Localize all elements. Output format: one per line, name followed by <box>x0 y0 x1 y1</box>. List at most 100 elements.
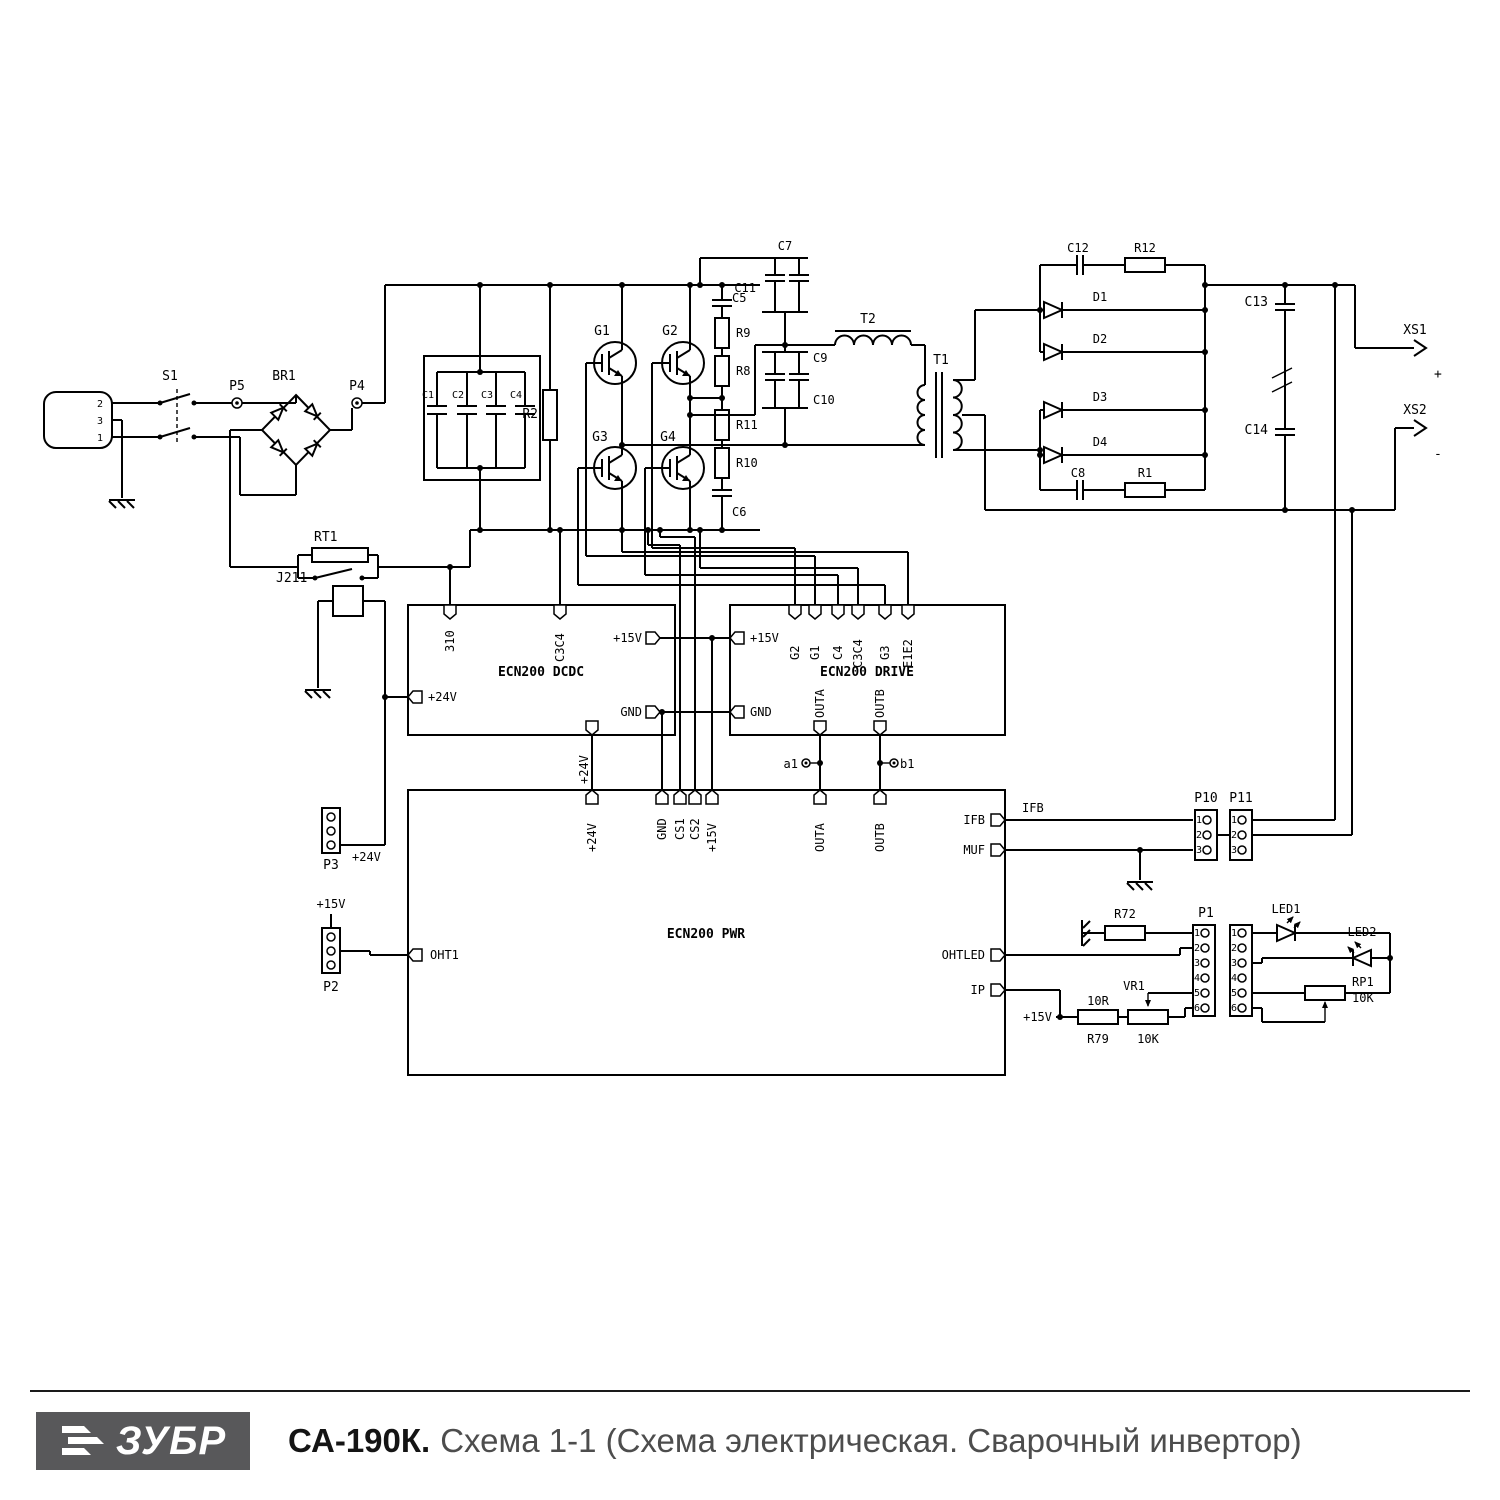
p1b-pin-6: 6 <box>1231 1003 1237 1014</box>
c10-label: C10 <box>813 393 835 407</box>
pin-tag-icon <box>645 705 661 719</box>
pwr-pin-cs1: CS1 <box>673 818 687 840</box>
p11-pin-2: 2 <box>1231 830 1237 841</box>
p2-label: P2 <box>323 980 339 995</box>
pin-tag-icon <box>673 789 687 805</box>
c7-icon <box>764 274 786 282</box>
pwr-pin-cs2: CS2 <box>688 818 702 840</box>
block-ecn200-drive: ECN200 DRIVE +15V GND G2 G1 C4 С3С4 G3 Е… <box>577 363 1006 790</box>
panel-r79-vr1: +15V 10R R79 VR1 10K <box>1023 979 1193 1046</box>
g3-label: G3 <box>592 430 608 445</box>
xs1-label: XS1 <box>1403 323 1426 338</box>
block-ecn200-dcdc: ECN200 DCDC 310 С3С4 +15V GND +24V +24V <box>385 530 730 790</box>
c5-label: C5 <box>732 291 746 305</box>
g4-label: G4 <box>660 430 676 445</box>
drive-pin-gnd: GND <box>750 705 772 719</box>
pin-tag-icon <box>585 789 599 805</box>
drive-pin-c3c4: С3С4 <box>851 639 865 668</box>
c8-label: C8 <box>1071 466 1085 480</box>
transformer-t2: T2 <box>755 312 926 385</box>
panel-leds-rp1: LED1 LED2 RP1 10K <box>1252 902 1391 1023</box>
r72-label: R72 <box>1114 907 1136 921</box>
c12-icon <box>1076 254 1084 276</box>
drive-pin-c4: C4 <box>831 646 845 660</box>
c1-label: C1 <box>422 390 434 401</box>
schematic-canvas: 2 3 1 S1 P5 BR1 P4 RT1 J211 <box>43 239 1442 1076</box>
pin-tag-icon <box>407 948 423 962</box>
s1-label: S1 <box>162 369 178 384</box>
p5-label: P5 <box>229 379 245 394</box>
d2-label: D2 <box>1093 332 1107 346</box>
pin-tag-icon <box>878 604 892 620</box>
snubber-caps: C7 C11 C9 C10 <box>699 239 835 445</box>
t2-label: T2 <box>860 312 876 327</box>
pin-tag-icon <box>873 789 887 805</box>
igbt-g1-icon <box>593 341 637 385</box>
pin-tag-icon <box>553 604 567 620</box>
ifb-wire-label: IFB <box>1022 801 1044 815</box>
c11-label: C11 <box>734 281 756 295</box>
plug-pin-2: 2 <box>97 399 103 410</box>
c6-label: C6 <box>732 505 746 519</box>
pin-tag-icon <box>901 604 915 620</box>
drive-pin-15v: +15V <box>750 631 779 645</box>
pin-tag-icon <box>443 604 457 620</box>
c12-label: C12 <box>1067 241 1089 255</box>
dcdc-pin-24v: +24V <box>428 690 457 704</box>
pwr-pin-oht1: OHT1 <box>430 948 459 962</box>
pin-tag-icon <box>873 720 887 736</box>
pin-tag-icon <box>729 705 745 719</box>
c13-icon <box>1274 303 1296 311</box>
a1-label: a1 <box>784 757 798 771</box>
p10-pin-2: 2 <box>1196 830 1202 841</box>
vr1-value: 10K <box>1137 1032 1159 1046</box>
c13-label: C13 <box>1245 295 1268 310</box>
p10-pin-1: 1 <box>1196 815 1202 826</box>
pin-tag-icon <box>705 789 719 805</box>
c6-icon <box>711 489 733 497</box>
p1-pin-4: 4 <box>1194 973 1200 984</box>
r1-label: R1 <box>1138 466 1152 480</box>
zubr-logo-icon <box>61 1426 104 1455</box>
d3-icon <box>1043 401 1063 419</box>
c9-label: C9 <box>813 351 827 365</box>
plug-pin-3: 3 <box>97 416 103 427</box>
rp1-label: RP1 <box>1352 975 1374 989</box>
zubr-logo: ЗУБР <box>36 1412 250 1470</box>
gate-chain: C5 R9 R8 R11 R10 C6 <box>711 285 758 530</box>
pwr-pin-15v: +15V <box>705 823 719 852</box>
p1-pin-5: 5 <box>1194 988 1200 999</box>
led2-label: LED2 <box>1348 925 1377 939</box>
drive-pin-outb: OUTB <box>873 689 887 718</box>
pin-tag-icon <box>813 720 827 736</box>
d3-label: D3 <box>1093 390 1107 404</box>
r79-15v-label: +15V <box>1023 1010 1052 1024</box>
c3-label: C3 <box>481 390 493 401</box>
drive-name: ECN200 DRIVE <box>820 665 914 680</box>
pwr-pin-muf: MUF <box>963 843 985 857</box>
pwr-pin-24v: +24V <box>585 823 599 852</box>
ground-icon <box>108 499 136 509</box>
footer: ЗУБР СА-190К.Схема 1-1 (Схема электричес… <box>0 1390 1500 1500</box>
r12-label: R12 <box>1134 241 1156 255</box>
dc-bus <box>385 284 760 531</box>
igbt-bridge: G1 G2 G3 G4 <box>578 285 925 530</box>
pwr-pin-ifb: IFB <box>963 813 985 827</box>
p2-15v-label: +15V <box>317 897 346 911</box>
c14-label: C14 <box>1245 423 1269 438</box>
pin-tag-icon <box>808 604 822 620</box>
p1b-pin-1: 1 <box>1231 928 1237 939</box>
drive-pin-e1e2: Е1Е2 <box>901 639 915 668</box>
pin-tag-icon <box>655 789 669 805</box>
c11-icon <box>788 274 810 282</box>
p1b-pin-5: 5 <box>1231 988 1237 999</box>
pin-tag-icon <box>990 948 1006 962</box>
d2-icon <box>1043 343 1063 361</box>
output-rectifier: C12 R12 C8 R1 D1 D2 D3 D4 <box>1039 241 1206 501</box>
relay-j211: J211 <box>276 571 386 845</box>
r9-label: R9 <box>736 326 750 340</box>
dcdc-pin-c3c4: С3С4 <box>553 633 567 662</box>
led1-icon <box>1277 917 1300 941</box>
r79-value: 10R <box>1087 994 1109 1008</box>
c4-label: C4 <box>510 390 522 401</box>
